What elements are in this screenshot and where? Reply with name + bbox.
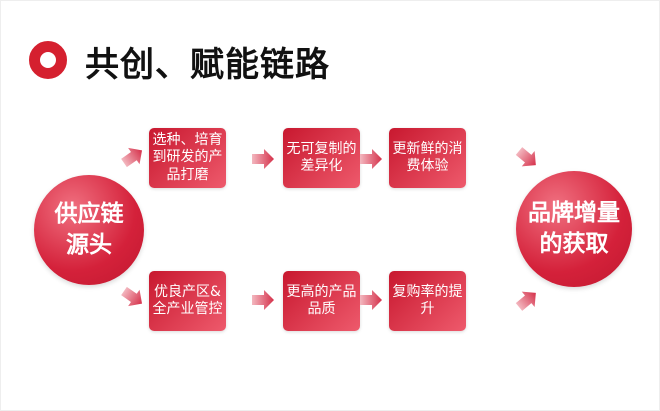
arrow-icon — [515, 147, 536, 167]
arrow-icon — [515, 291, 536, 311]
top-step-1: 选种、培育到研发的产品打磨 — [149, 128, 226, 188]
bottom-step-2: 更高的产品品质 — [283, 271, 360, 331]
arrow-icon — [360, 149, 382, 169]
target-node: 品牌增量的获取 — [516, 171, 632, 287]
source-node: 供应链源头 — [34, 175, 144, 285]
top-step-3: 更新鲜的消费体验 — [389, 128, 466, 188]
bottom-step-1: 优良产区&全产业管控 — [149, 271, 226, 331]
arrow-icon — [360, 290, 382, 310]
title-ring-icon — [29, 41, 67, 79]
page-title: 共创、赋能链路 — [85, 45, 330, 85]
top-step-2: 无可复制的差异化 — [283, 128, 360, 188]
arrow-icon — [121, 147, 143, 168]
bottom-step-3: 复购率的提升 — [389, 271, 466, 331]
arrow-icon — [252, 290, 274, 310]
arrow-icon — [121, 286, 143, 307]
arrow-icon — [252, 149, 274, 169]
